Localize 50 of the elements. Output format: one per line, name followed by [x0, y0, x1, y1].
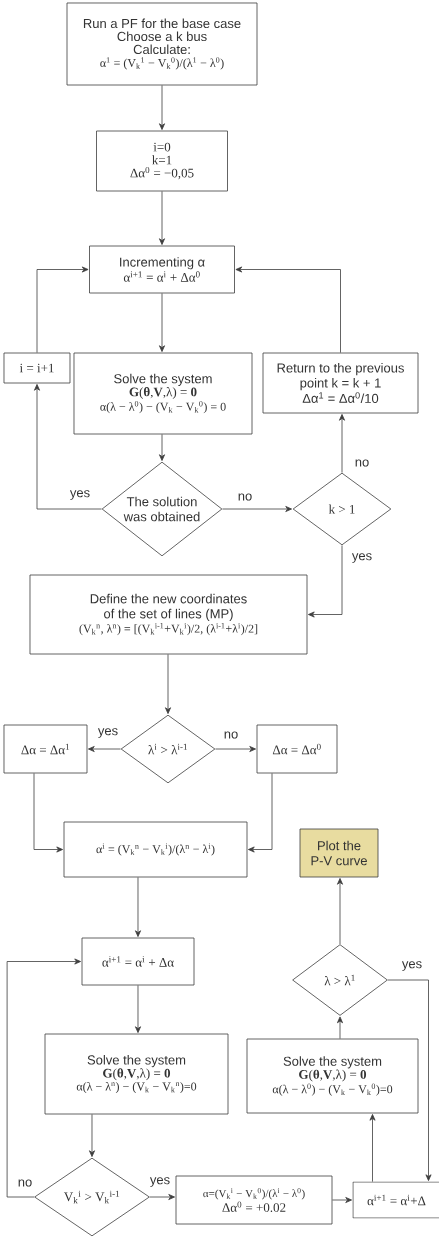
arrow	[215, 746, 256, 752]
arrow	[149, 1194, 175, 1200]
process-box: α$^{i}$ = (V$_{k}$$^{n}$ − V$_{k}$$^{i}$)/(λ$^{n}$ − λ$^{i}$)	[63, 821, 248, 878]
arrow	[135, 985, 141, 1033]
process-box: Solve the system G(θ,V,λ) = 0 α(λ − λ$^{n}$) − (V$_{k}$ − V$_{k}$$^{n}$)=0	[44, 1033, 229, 1115]
process-box: α$^{i+1}$ = α$^{i}$+Δ	[352, 1181, 439, 1219]
edge-label: no	[16, 1178, 34, 1188]
edge-label: yes	[96, 727, 120, 739]
arrow	[159, 293, 165, 352]
edge-label: yes	[68, 489, 92, 501]
arrow	[89, 1114, 95, 1157]
process-box: Incrementing α α$^{i+1}$ = α$^{i}$ + Δα$^{0}$	[89, 245, 235, 294]
edge-label: no	[236, 492, 254, 502]
process-box: Solve the system G(θ,V,λ) = 0 α(λ − λ$^{0}$) − (V$_{k}$ − V$_{k}$$^{0}$)=0	[246, 1038, 419, 1114]
arrow	[222, 506, 292, 512]
process-box: Return to the previous point k = k + 1 Δα$^{1}$ = Δα$^{0}$/10	[262, 352, 419, 414]
arrow	[387, 979, 432, 1181]
edge-label: no	[222, 730, 240, 740]
arrow	[332, 1197, 352, 1203]
arrow	[308, 545, 343, 618]
arrow	[159, 191, 165, 245]
arrow	[337, 878, 343, 945]
process-box: α$^{i+1}$ = α$^{i}$ + Δα	[81, 937, 195, 986]
arrow	[159, 85, 165, 130]
arrow	[369, 1114, 376, 1182]
process-box: Run a PF for the base case Choose a k bus Calculate: α$^{1}$ = (V$_{k}$$^{1}$ − V$_{k}$$^{0}$)/(λ$^{1}$ − λ$^{0}$)	[66, 2, 258, 86]
edge-label: yes	[400, 960, 424, 972]
arrow	[248, 773, 273, 853]
arrow	[6, 958, 81, 1198]
arrow	[165, 654, 171, 714]
process-box: Define the new coordinates of the set of lines (MP) (V$_{k}$$^{n}$, λ$^{n}$) = [(V$_{k}$$^{i-1}$+V$_{k}$$^{i}$)/2, (λ$^{i-1}$+λ$^{i}$)/2]	[29, 574, 308, 655]
arrow	[33, 773, 63, 853]
process-box: Δα = Δα$^{0}$	[256, 724, 338, 774]
edge-label: no	[353, 458, 371, 468]
arrow	[88, 746, 121, 752]
process-box: Solve the system G(θ,V,λ) = 0 α(λ − λ$^{0}$) − (V$_{k}$ − V$_{k}$$^{0}$) = 0	[73, 352, 253, 435]
arrow	[159, 434, 165, 461]
arrow	[36, 266, 89, 353]
arrow	[34, 384, 102, 510]
process-box: i=0 k=1 Δα$^{0}$ = −0,05	[96, 130, 228, 192]
terminal-box: Plot the P-V curve	[299, 828, 379, 878]
arrow	[339, 414, 345, 473]
edge-label: yes	[148, 1176, 172, 1188]
process-box: i = i+1	[3, 352, 71, 384]
arrow	[337, 1016, 343, 1039]
process-box: α=(V$_{k}$$^{i}$ − V$_{k}$$^{0}$)/(λ$^{i}$ − λ$^{0}$) Δα$^{0}$ = +0.02	[175, 1175, 333, 1225]
arrow	[135, 877, 141, 937]
edge-label: yes	[350, 552, 374, 564]
arrow	[235, 266, 341, 353]
process-box: Δα = Δα$^{1}$	[3, 724, 88, 774]
